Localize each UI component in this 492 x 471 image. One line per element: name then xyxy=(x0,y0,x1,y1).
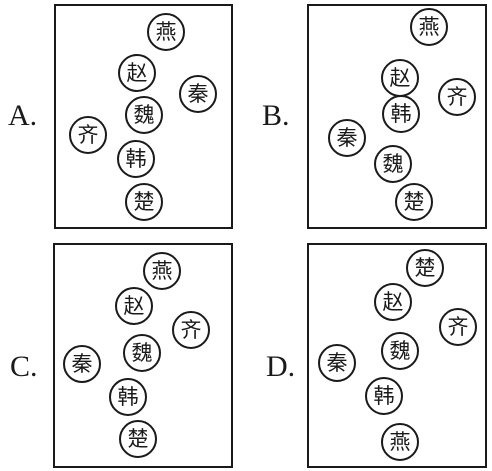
option-a-state-6: 韩 xyxy=(117,140,155,178)
option-a-state-7: 楚 xyxy=(125,183,163,221)
option-d-label: D. xyxy=(266,350,296,383)
option-b-state-6: 魏 xyxy=(374,145,412,183)
option-b-state-5: 秦 xyxy=(328,119,366,157)
option-c-state-1: 燕 xyxy=(143,252,181,290)
option-c-label: C. xyxy=(10,350,38,383)
option-d-state-7: 燕 xyxy=(381,423,419,461)
option-c-state-3: 齐 xyxy=(172,311,210,349)
option-a-state-3: 秦 xyxy=(179,75,217,113)
option-d-state-6: 韩 xyxy=(365,377,403,415)
option-a-panel: 燕 赵 秦 魏 齐 韩 楚 xyxy=(54,4,233,229)
option-b-state-3: 齐 xyxy=(438,78,476,116)
option-d-state-5: 秦 xyxy=(318,344,356,382)
option-a-state-2: 赵 xyxy=(118,54,156,92)
option-d-state-3: 齐 xyxy=(439,308,477,346)
option-d-panel: 楚 赵 齐 魏 秦 韩 燕 xyxy=(307,243,487,468)
option-b-state-1: 燕 xyxy=(410,8,448,46)
option-d-state-2: 赵 xyxy=(374,283,412,321)
option-a-state-4: 魏 xyxy=(125,96,163,134)
option-c-state-4: 魏 xyxy=(123,334,161,372)
option-d-state-4: 魏 xyxy=(381,332,419,370)
option-c-state-7: 楚 xyxy=(119,420,157,458)
option-b-panel: 燕 赵 齐 韩 秦 魏 楚 xyxy=(307,4,487,229)
option-b-state-2: 赵 xyxy=(381,59,419,97)
option-c-state-2: 赵 xyxy=(115,287,153,325)
option-a-state-5: 齐 xyxy=(69,116,107,154)
option-c-state-5: 秦 xyxy=(63,345,101,383)
option-b-state-4: 韩 xyxy=(382,95,420,133)
option-b-state-7: 楚 xyxy=(395,183,433,221)
option-d-state-1: 楚 xyxy=(406,249,444,287)
option-b-label: B. xyxy=(262,99,290,132)
option-a-state-1: 燕 xyxy=(147,13,185,51)
option-a-label: A. xyxy=(8,99,38,132)
option-c-state-6: 韩 xyxy=(109,378,147,416)
option-c-panel: 燕 赵 齐 魏 秦 韩 楚 xyxy=(53,243,233,468)
